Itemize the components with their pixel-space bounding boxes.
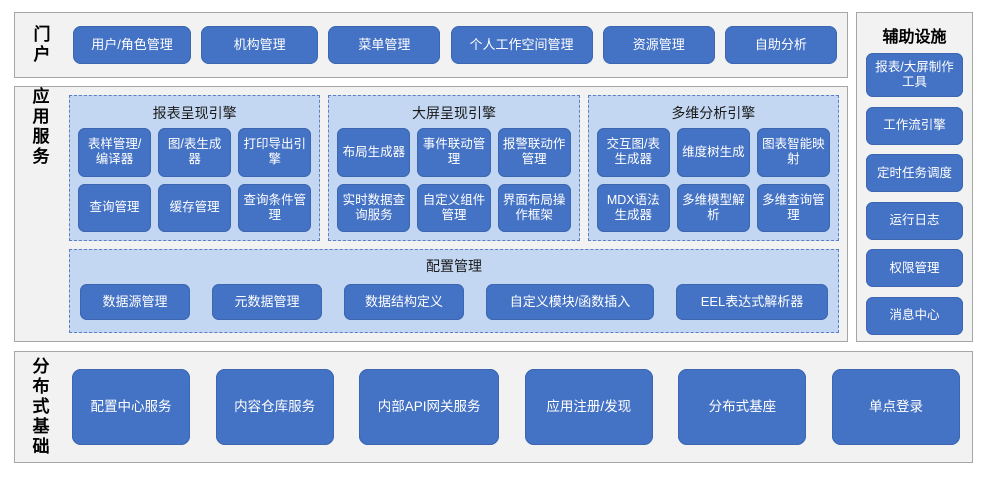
engine-button[interactable]: 图/表生成器 xyxy=(158,128,232,177)
config-management-title: 配置管理 xyxy=(426,258,482,274)
engine-button[interactable]: 交互图/表生成器 xyxy=(596,128,670,177)
config-management-button-row: 数据源管理元数据管理数据结构定义自定义模块/函数插入 EEL表达式解析器 xyxy=(80,280,828,323)
engine-button-grid: 布局生成器事件联动管理报警联动作管理实时数据查询服务自定义组件管理界面布局操作框… xyxy=(337,128,571,232)
portal-button[interactable]: 自助分析 xyxy=(724,26,837,64)
engine-button[interactable]: 实时数据查询服务 xyxy=(337,183,411,232)
engine-panel: 报表呈现引擎表样管理/编译器图/表生成器打印导出引擎查询管理缓存管理查询条件管理 xyxy=(69,95,321,241)
auxiliary-button[interactable]: 运行日志 xyxy=(866,201,963,240)
distributed-base-section: 分 布 式 基 础 配置中心服务内容仓库服务内部API网关服务应用注册/发现分布… xyxy=(14,351,973,463)
distributed-base-button[interactable]: 配置中心服务 xyxy=(72,369,190,445)
distributed-base-button[interactable]: 应用注册/发现 xyxy=(524,369,653,445)
auxiliary-button-list: 报表/大屏制作工具工作流引擎定时任务调度运行日志权限管理消息中心 xyxy=(866,53,963,335)
config-management-panel: 配置管理 数据源管理元数据管理数据结构定义自定义模块/函数插入 EEL表达式解析器 xyxy=(69,249,839,333)
auxiliary-button[interactable]: 定时任务调度 xyxy=(866,154,963,193)
auxiliary-button[interactable]: 工作流引擎 xyxy=(866,106,963,145)
engine-button-grid: 表样管理/编译器图/表生成器打印导出引擎查询管理缓存管理查询条件管理 xyxy=(78,128,312,232)
engines-row: 报表呈现引擎表样管理/编译器图/表生成器打印导出引擎查询管理缓存管理查询条件管理… xyxy=(69,95,839,241)
engine-button[interactable]: 报警联动作管理 xyxy=(497,128,571,177)
application-services-section: 应 用 服 务 报表呈现引擎表样管理/编译器图/表生成器打印导出引擎查询管理缓存… xyxy=(14,86,848,342)
config-button[interactable]: 数据结构定义 xyxy=(344,283,464,320)
engine-button[interactable]: 打印导出引擎 xyxy=(238,128,312,177)
application-services-body: 报表呈现引擎表样管理/编译器图/表生成器打印导出引擎查询管理缓存管理查询条件管理… xyxy=(67,87,847,341)
config-button[interactable]: EEL表达式解析器 xyxy=(676,283,828,320)
auxiliary-button[interactable]: 消息中心 xyxy=(866,296,963,335)
distributed-base-button[interactable]: 内容仓库服务 xyxy=(215,369,334,445)
engine-button[interactable]: 查询条件管理 xyxy=(238,183,312,232)
engine-button[interactable]: MDX语法生成器 xyxy=(596,183,670,232)
portal-button[interactable]: 用户/角色管理 xyxy=(73,26,191,64)
engine-panel: 大屏呈现引擎布局生成器事件联动管理报警联动作管理实时数据查询服务自定义组件管理界… xyxy=(328,95,580,241)
auxiliary-section: 辅助设施 报表/大屏制作工具工作流引擎定时任务调度运行日志权限管理消息中心 xyxy=(856,12,973,342)
portal-button[interactable]: 菜单管理 xyxy=(328,26,441,64)
engine-button[interactable]: 图表智能映射 xyxy=(756,128,830,177)
engine-button[interactable]: 多维模型解析 xyxy=(676,183,750,232)
portal-button[interactable]: 机构管理 xyxy=(201,26,319,64)
engine-button[interactable]: 事件联动管理 xyxy=(417,128,491,177)
portal-section-label: 门 户 xyxy=(33,24,51,64)
engine-button[interactable]: 自定义组件管理 xyxy=(417,183,491,232)
engine-button[interactable]: 布局生成器 xyxy=(337,128,411,177)
engine-button-grid: 交互图/表生成器维度树生成图表智能映射 MDX语法生成器多维模型解析多维查询管理 xyxy=(596,128,830,232)
config-button[interactable]: 自定义模块/函数插入 xyxy=(486,283,654,320)
auxiliary-button[interactable]: 权限管理 xyxy=(866,249,963,288)
engine-button[interactable]: 缓存管理 xyxy=(158,183,232,232)
portal-button-row: 用户/角色管理机构管理菜单管理个人工作空间管理资源管理自助分析 xyxy=(65,13,847,77)
engine-title: 报表呈现引擎 xyxy=(152,105,237,121)
engine-button[interactable]: 多维查询管理 xyxy=(756,183,830,232)
distributed-base-button[interactable]: 内部API网关服务 xyxy=(359,369,500,445)
portal-section: 门 户 用户/角色管理机构管理菜单管理个人工作空间管理资源管理自助分析 xyxy=(14,12,848,78)
engine-button[interactable]: 查询管理 xyxy=(78,183,152,232)
engine-button[interactable]: 表样管理/编译器 xyxy=(78,128,152,177)
application-services-section-label: 应 用 服 务 xyxy=(32,87,50,167)
distributed-base-button[interactable]: 分布式基座 xyxy=(678,369,807,445)
engine-panel: 多维分析引擎交互图/表生成器维度树生成图表智能映射 MDX语法生成器多维模型解析多… xyxy=(587,95,839,241)
engine-title: 多维分析引擎 xyxy=(671,105,756,121)
auxiliary-section-title: 辅助设施 xyxy=(882,29,947,46)
engine-button[interactable]: 维度树生成 xyxy=(676,128,750,177)
distributed-base-button[interactable]: 单点登录 xyxy=(831,369,960,445)
distributed-base-section-label: 分 布 式 基 础 xyxy=(32,356,50,457)
config-button[interactable]: 数据源管理 xyxy=(80,283,190,320)
engine-button[interactable]: 界面布局操作框架 xyxy=(497,183,571,232)
portal-button[interactable]: 资源管理 xyxy=(602,26,715,64)
portal-button[interactable]: 个人工作空间管理 xyxy=(450,26,593,64)
engine-title: 大屏呈现引擎 xyxy=(411,105,496,121)
auxiliary-button[interactable]: 报表/大屏制作工具 xyxy=(866,53,963,97)
distributed-base-button-row: 配置中心服务内容仓库服务内部API网关服务应用注册/发现分布式基座单点登录 xyxy=(64,352,972,462)
config-button[interactable]: 元数据管理 xyxy=(212,283,322,320)
